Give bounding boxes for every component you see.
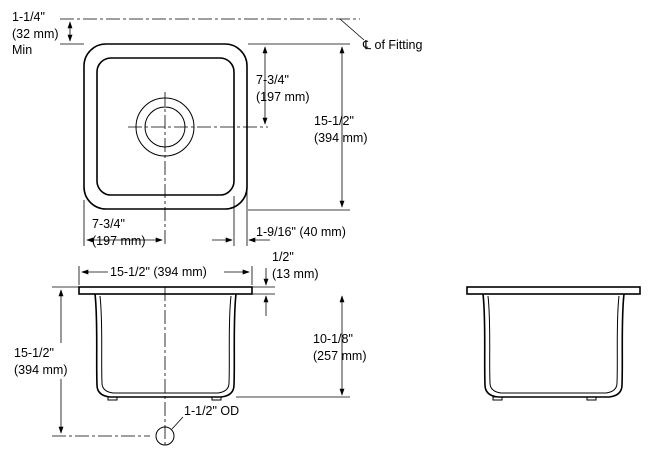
width-label-bg [108,262,224,278]
side-view-foot-left [492,396,503,401]
drain-offset-vertical-metric: (197 mm) [256,90,309,104]
outlet-leader-line [171,416,184,430]
width-label: 15-1/2" (394 mm) [110,265,207,279]
side-view-rim [466,286,641,295]
drain-offset-horizontal-metric: (197 mm) [92,234,145,248]
depth-imperial-label: 15-1/2" [314,114,354,128]
height-metric-label: (394 mm) [14,363,67,377]
setback-min-label: Min [12,43,32,57]
front-view-rim [78,286,253,295]
bowl-depth-imperial-label: 10-1/8" [313,332,353,346]
corner-radius-label: 1-9/16" (40 mm) [256,225,346,239]
height-imperial-label: 15-1/2" [14,346,54,360]
height-label-bg [12,343,92,379]
setback-metric-label: (32 mm) [12,27,59,41]
top-view-basin-outline [96,57,235,196]
front-view-foot-left [107,396,118,401]
top-view: ℄ of Fitting 1-1/4" (32 mm) Min 15-1/2" … [12,10,422,248]
outlet-fitting-circle [155,426,175,446]
drain-offset-vertical-imperial: 7-3/4" [256,73,289,87]
top-view-rim-outline [83,43,248,210]
side-view-bowl-outer [482,293,625,398]
drain-offset-horizontal-imperial: 7-3/4" [92,217,125,231]
side-view [466,286,641,401]
side-view-foot-right [586,396,597,401]
front-view-bowl-inner [99,295,232,394]
depth-metric-label: (394 mm) [314,131,367,145]
rim-metric-label: (13 mm) [272,267,319,281]
front-view-foot-right [211,396,222,401]
fitting-centerline-leader [339,18,365,41]
side-view-bowl-inner [487,295,620,394]
setback-imperial-label: 1-1/4" [12,10,45,24]
bowl-depth-metric-label: (257 mm) [313,349,366,363]
rim-imperial-label: 1/2" [272,250,294,264]
front-view-bowl-outer [94,293,237,398]
front-view: 15-1/2" (394 mm) 1/2" (13 mm) 10-1/8" (2… [12,250,366,446]
fitting-centerline-label: ℄ of Fitting [362,38,422,52]
outlet-od-label: 1-1/2" OD [184,404,239,418]
